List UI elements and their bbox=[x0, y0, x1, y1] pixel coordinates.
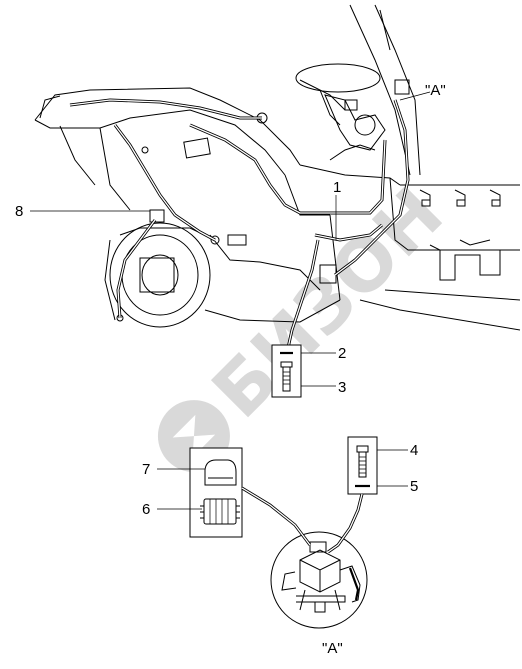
callout-2: 2 bbox=[338, 345, 346, 362]
callout-3: 3 bbox=[338, 379, 346, 396]
engine-compartment-drawing bbox=[34, 4, 521, 331]
callout-5: 5 bbox=[410, 478, 418, 495]
relay-module-icon bbox=[281, 541, 361, 613]
detail-box-connector bbox=[189, 447, 243, 538]
detail-leader-wires bbox=[241, 486, 364, 554]
control-cluster bbox=[324, 79, 410, 151]
fittings-row bbox=[419, 189, 501, 207]
bolt-icon bbox=[280, 361, 293, 392]
bolt-icon bbox=[356, 445, 369, 478]
detail-box-washer-bolt bbox=[271, 344, 302, 398]
view-a-label-bottom: "A" bbox=[322, 640, 343, 657]
callout-6: 6 bbox=[142, 501, 150, 518]
callout-labels: 1 2 3 4 5 6 7 8 "A" "A" bbox=[15, 82, 446, 657]
watermark-text: БИЗОН bbox=[196, 171, 459, 434]
leader-lines bbox=[30, 91, 431, 510]
detail-box-bolt-washer bbox=[347, 436, 378, 495]
wiring-harness bbox=[69, 98, 410, 349]
connector-cover-icon bbox=[204, 459, 237, 486]
callout-8: 8 bbox=[15, 203, 23, 220]
callout-4: 4 bbox=[410, 442, 418, 459]
callout-7: 7 bbox=[142, 461, 150, 478]
view-a-label-top: "A" bbox=[425, 82, 446, 99]
connector-block-icon bbox=[200, 498, 240, 525]
callout-1: 1 bbox=[333, 179, 341, 196]
detail-view-a bbox=[270, 531, 368, 629]
hydraulic-unit bbox=[429, 239, 501, 281]
